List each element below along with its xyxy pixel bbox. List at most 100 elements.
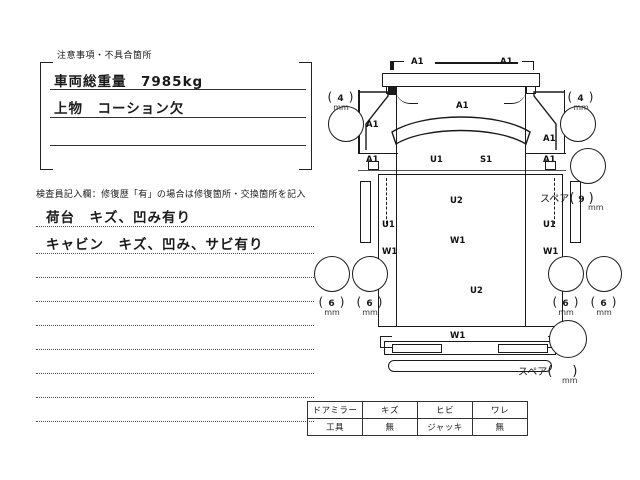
bracket-corner-bottom-left — [40, 157, 53, 170]
inspector-rule-4 — [36, 301, 314, 302]
bumper-guide-right — [522, 61, 534, 63]
table-cell-jack-value: 無 — [472, 418, 528, 436]
front-bumper-step-left — [388, 87, 396, 95]
inspector-row-2-text: キャビン キズ、凹み、サビ有り — [46, 237, 264, 253]
tire-front-right — [560, 106, 596, 142]
label-left-door: U1 — [382, 220, 395, 230]
side-rail-right — [570, 181, 581, 243]
spare-2-label-group: スペア ( ) — [518, 364, 578, 379]
inspector-section-heading: 検査員記入欄：修復歴「有」の場合は修復箇所・交換箇所を記入 — [36, 190, 306, 200]
inspector-rule-8 — [36, 397, 314, 398]
tire-rear-left-inner — [352, 256, 388, 292]
bumper-guide-right-tick — [533, 61, 535, 70]
door-line-right — [554, 178, 555, 224]
spare-2-label: スペア — [518, 367, 548, 378]
tire-depth-rear-right-outer-value: 6 — [600, 299, 608, 309]
inspector-rule-9 — [36, 421, 314, 422]
cab-wing-left — [358, 90, 400, 152]
tire-depth-front-right-unit: mm — [573, 103, 589, 112]
bumper-guide-left-tick — [390, 61, 394, 70]
windshield — [391, 116, 531, 146]
tire-depth-front-left-unit: mm — [333, 103, 349, 112]
caution-row-1-text: 車両総重量 7985kg — [54, 74, 204, 90]
label-rear-bumper: W1 — [450, 331, 466, 341]
door-line-left — [386, 178, 387, 224]
cab-mount-left — [368, 161, 379, 170]
table-row: ドアミラー キズ ヒビ ワレ — [307, 401, 528, 419]
side-rail-left — [360, 181, 371, 243]
caution-row-2-text: 上物 コーション欠 — [54, 101, 185, 117]
cab-right-edge — [525, 86, 527, 204]
bumper-guide-left — [390, 61, 404, 63]
tire-depth-rear-right-outer-unit: mm — [596, 308, 612, 317]
label-windshield-left: U1 — [430, 155, 443, 165]
tire-spare-1 — [570, 148, 606, 184]
table-cell-tools-value: 無 — [362, 418, 418, 436]
table-cell-tools: 工具 — [307, 418, 363, 436]
cab-left-edge — [396, 86, 398, 204]
front-bumper — [382, 73, 540, 87]
label-right-door: U1 — [543, 220, 556, 230]
caution-box: 車両総重量 7985kg 上物 コーション欠 — [40, 62, 312, 170]
bed-outer-right-rail — [562, 174, 564, 326]
label-right-fender: A1 — [543, 134, 556, 144]
table-cell-crack: ヒビ — [417, 401, 473, 419]
tire-rear-right-inner — [548, 256, 584, 292]
tire-depth-rear-right-inner: ( 6 ) mm — [543, 295, 589, 317]
cab-front-edge — [396, 86, 526, 88]
inspector-rule-3 — [36, 277, 314, 278]
spare-1-label: スペア — [540, 194, 570, 205]
spare-2-unit: mm — [562, 376, 578, 385]
tire-depth-rear-left-inner: ( 6 ) mm — [347, 295, 393, 317]
label-front-bumper-left: A1 — [411, 57, 424, 67]
tire-depth-front-left: ( 4 ) mm — [318, 90, 364, 112]
mirror-arm-right — [504, 90, 526, 104]
rear-bumper-bar — [388, 360, 552, 372]
bed-right-edge — [525, 170, 527, 326]
mirror-arm-left — [396, 90, 418, 104]
label-left-fender: A1 — [366, 120, 379, 130]
bed-left-edge — [396, 170, 398, 326]
bed-rear-edge — [378, 326, 562, 328]
label-right-front-lower: A1 — [543, 155, 556, 165]
tire-depth-rear-left-inner-value: 6 — [366, 299, 374, 309]
spare-1-label-group: スペア ( 9 ) — [540, 191, 594, 206]
inspector-rule-1 — [36, 226, 314, 227]
label-hood: A1 — [456, 101, 469, 111]
table-cell-break: ワレ — [472, 401, 528, 419]
tire-depth-rear-left-inner-unit: mm — [362, 308, 378, 317]
tire-depth-front-left-value: 4 — [337, 94, 345, 104]
rear-corner-left — [380, 336, 392, 348]
tire-depth-rear-right-inner-unit: mm — [558, 308, 574, 317]
caution-rule-3 — [50, 145, 306, 146]
inspector-row-1-text: 荷台 キズ、凹み有り — [46, 210, 191, 226]
tire-depth-front-right-value: 4 — [577, 94, 585, 104]
table-cell-scratch: キズ — [362, 401, 418, 419]
front-arch-right-bottom — [526, 153, 566, 155]
spare-1-depth-value: 9 — [578, 195, 585, 205]
tire-spare-2 — [549, 320, 587, 358]
bracket-edge-right — [311, 72, 312, 160]
tire-depth-rear-right-inner-value: 6 — [562, 299, 570, 309]
vehicle-diagram: A1 A1 A1 — [300, 48, 640, 393]
table-row: 工具 無 ジャッキ 無 — [307, 418, 528, 436]
tire-depth-rear-right-outer: ( 6 ) mm — [581, 295, 627, 317]
rear-step-right — [498, 344, 548, 353]
caution-rule-2 — [50, 117, 306, 118]
tire-depth-front-right: ( 4 ) mm — [558, 90, 604, 112]
inspector-rule-5 — [36, 325, 314, 326]
inspector-rule-6 — [36, 349, 314, 350]
front-bumper-leg-left — [386, 86, 396, 94]
label-right-bed-side: W1 — [543, 247, 559, 257]
spare-1-unit: mm — [588, 203, 604, 212]
tire-depth-rear-left-outer: ( 6 ) mm — [309, 295, 355, 317]
tire-depth-rear-left-outer-unit: mm — [324, 308, 340, 317]
rear-step-left — [392, 344, 442, 353]
cab-mount-right — [545, 161, 556, 170]
cab-rear-edge — [358, 170, 566, 171]
cab-wing-right — [522, 90, 566, 152]
accessory-condition-table: ドアミラー キズ ヒビ ワレ 工具 無 ジャッキ 無 — [307, 401, 528, 436]
bed-front-edge — [378, 174, 562, 176]
label-front-bumper-right: A1 — [500, 57, 513, 67]
